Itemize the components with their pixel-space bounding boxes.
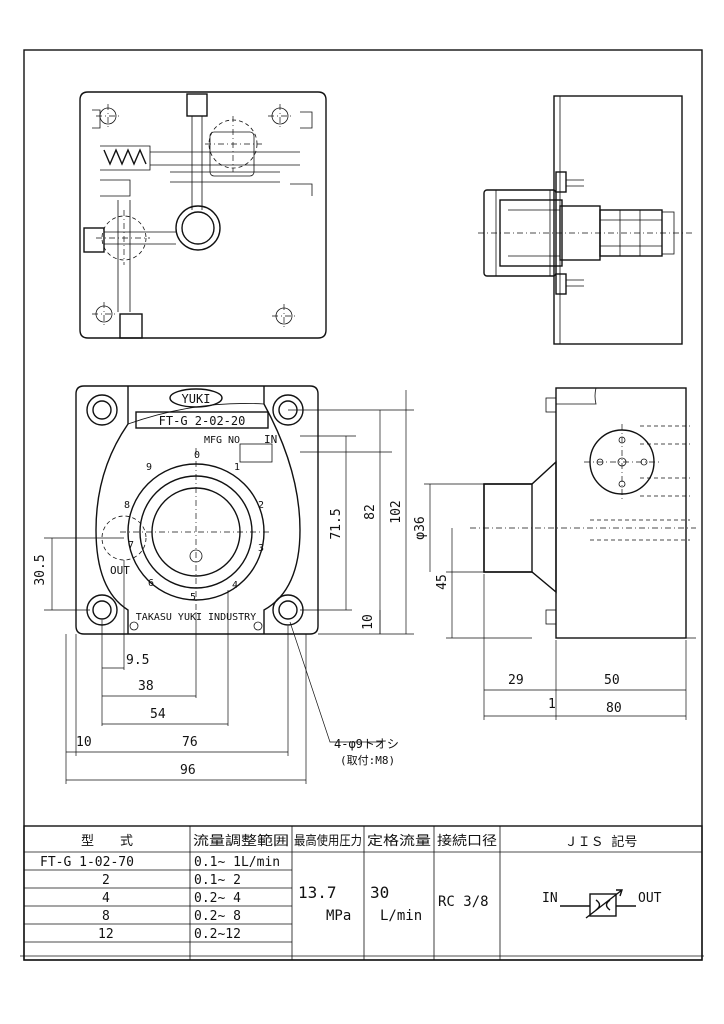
dim-82: 82	[363, 504, 378, 520]
flow-unit: L/min	[380, 908, 422, 924]
dial-numbers: 0 1 2 3 4 5 6 7 8 9	[124, 450, 264, 603]
model-row-3: 4	[102, 891, 110, 906]
dial-number-0: 0	[194, 450, 200, 461]
hole-note: 4-φ9トオシ	[334, 737, 399, 751]
dial-number-3: 3	[258, 543, 264, 554]
dim-phi36: φ36	[413, 516, 428, 539]
dim-10-right: 10	[361, 614, 376, 630]
dim-10-left: 10	[76, 735, 92, 750]
header-model: 型 式	[81, 834, 133, 849]
flow-value: 30	[370, 883, 389, 902]
dim-38: 38	[138, 679, 154, 694]
range-row-4: 0.2~ 8	[194, 909, 241, 924]
dim-45: 45	[435, 574, 450, 590]
port-size: RC 3/8	[438, 894, 489, 910]
jis-in-text: IN	[542, 891, 558, 906]
dim-50: 50	[604, 673, 620, 688]
front-dimensions: 102 82 71.5 10 30.5 9.5 38 54 10 76 96	[33, 390, 407, 784]
range-row-3: 0.2~ 4	[194, 891, 241, 906]
hole-note-sub: (取付:M8)	[340, 754, 395, 767]
top-section-view	[79, 91, 327, 339]
spec-table: 型 式 流量調整範囲 最高使用圧力 定格流量 接続口径 ＪＩＳ 記号 FT-G …	[20, 825, 704, 961]
brand-text: YUKI	[182, 392, 211, 406]
mfg-label-text: MFG NO	[204, 435, 240, 446]
header-jis: ＪＩＳ 記号	[565, 834, 638, 850]
dial-number-4: 4	[232, 580, 238, 591]
model-row-5: 12	[98, 927, 114, 942]
range-row-1: 0.1~ 1L/min	[194, 855, 280, 870]
dial-number-8: 8	[124, 500, 130, 511]
dim-9-5: 9.5	[126, 653, 149, 668]
dial-number-1: 1	[234, 462, 240, 473]
jis-symbol: IN OUT	[542, 889, 662, 919]
dim-29: 29	[508, 673, 524, 688]
dim-80: 80	[606, 701, 622, 716]
dial-number-2: 2	[258, 500, 264, 511]
header-flow: 定格流量	[367, 833, 431, 849]
range-row-2: 0.1~ 2	[194, 873, 241, 888]
model-row-4: 8	[102, 909, 110, 924]
dim-1: 1	[548, 697, 556, 712]
dim-96: 96	[180, 763, 196, 778]
port-out-text: OUT	[110, 564, 130, 577]
side-dimensions: φ36 45 29 50 1 80	[413, 483, 696, 720]
dim-71-5: 71.5	[329, 508, 344, 539]
model-row-1: FT-G 1-02-70	[40, 855, 134, 870]
jis-out-text: OUT	[638, 891, 662, 906]
side-view	[470, 387, 696, 639]
dim-54: 54	[150, 707, 166, 722]
header-range: 流量調整範囲	[193, 834, 289, 849]
header-pressure: 最高使用圧力	[294, 833, 362, 849]
dial-number-7: 7	[128, 540, 134, 551]
pressure-value: 13.7	[298, 883, 337, 902]
model-row-2: 2	[102, 873, 110, 888]
port-in-text: IN	[264, 433, 277, 446]
dim-30-5: 30.5	[33, 554, 48, 585]
dial-number-6: 6	[148, 578, 154, 589]
range-row-5: 0.2~12	[194, 927, 241, 942]
dial-number-9: 9	[146, 462, 152, 473]
dial-number-5: 5	[190, 592, 196, 603]
model-label-text: FT-G 2-02-20	[159, 414, 246, 428]
dim-76: 76	[182, 735, 198, 750]
top-side-view	[478, 95, 694, 345]
pressure-unit: MPa	[326, 908, 351, 924]
header-port: 接続口径	[437, 833, 497, 849]
mounting-holes	[86, 394, 304, 626]
dim-102: 102	[389, 500, 404, 523]
